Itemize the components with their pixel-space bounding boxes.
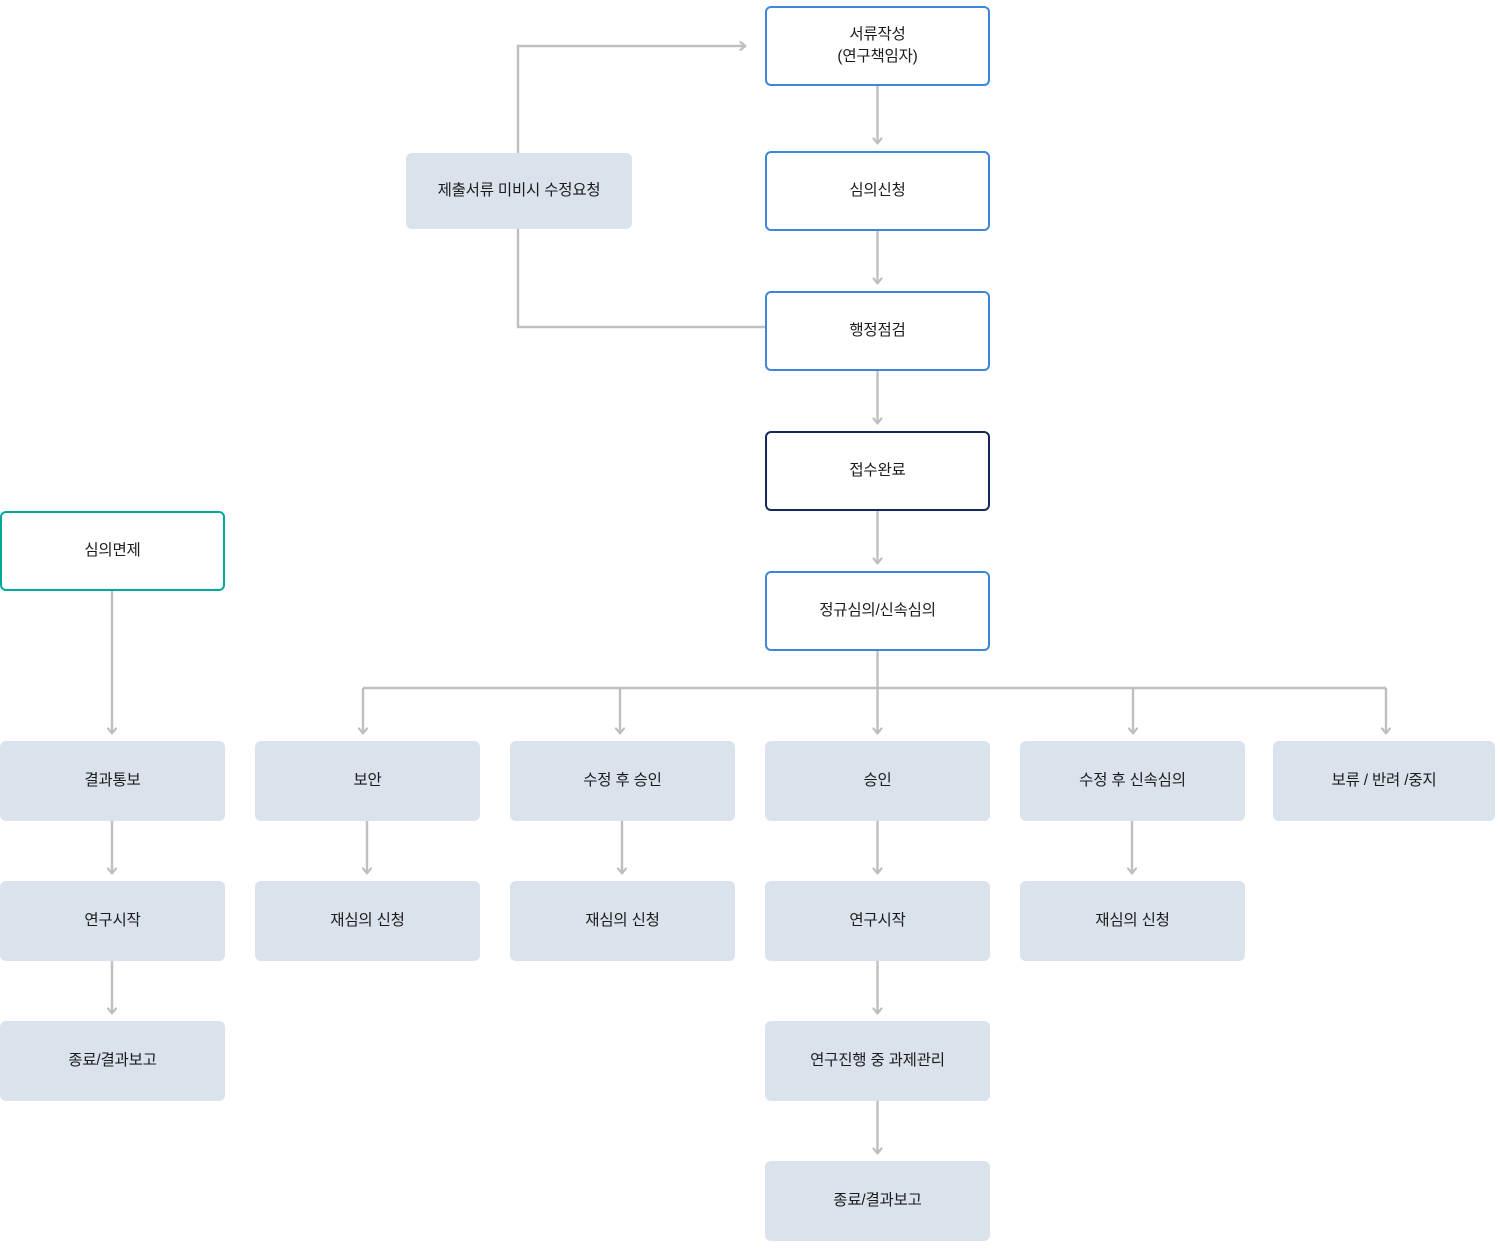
node-start-1: 연구시작 bbox=[0, 881, 225, 961]
node-approve-after: 수정 후 승인 bbox=[510, 741, 735, 821]
node-review-type: 정규심의/신속심의 bbox=[765, 571, 990, 651]
node-label-end-report-2: 종료/결과보고 bbox=[833, 1191, 922, 1209]
node-revision-req: 제출서류 미비시 수정요청 bbox=[406, 153, 632, 229]
node-label-end-report-1: 종료/결과보고 bbox=[68, 1051, 157, 1069]
node-receipt-done: 접수완료 bbox=[765, 431, 990, 511]
edge-revision-to-docprep bbox=[516, 46, 745, 153]
node-label-reexam-1: 재심의 신청 bbox=[330, 911, 405, 929]
node-end-report-2: 종료/결과보고 bbox=[765, 1161, 990, 1241]
node-label-approve-after: 수정 후 승인 bbox=[583, 771, 662, 789]
node-end-report-1: 종료/결과보고 bbox=[0, 1021, 225, 1101]
node-start-2: 연구시작 bbox=[765, 881, 990, 961]
node-reexam-3: 재심의 신청 bbox=[1020, 881, 1245, 961]
node-approve: 승인 bbox=[765, 741, 990, 821]
node-reexam-1: 재심의 신청 bbox=[255, 881, 480, 961]
node-review-apply: 심의신청 bbox=[765, 151, 990, 231]
node-label-start-1: 연구시작 bbox=[84, 911, 141, 929]
node-label-receipt-done: 접수완료 bbox=[849, 461, 906, 479]
node-result-notice: 결과통보 bbox=[0, 741, 225, 821]
node-label-review-type: 정규심의/신속심의 bbox=[819, 601, 936, 619]
node-label-approve: 승인 bbox=[863, 771, 892, 789]
node-label-reexam-2: 재심의 신청 bbox=[585, 911, 660, 929]
node-reexam-2: 재심의 신청 bbox=[510, 881, 735, 961]
node-label-revision-req: 제출서류 미비시 수정요청 bbox=[437, 181, 601, 199]
node-label-reexam-3: 재심의 신청 bbox=[1095, 911, 1170, 929]
node-label-review-apply: 심의신청 bbox=[849, 181, 906, 199]
node-label-ongoing-mgmt: 연구진행 중 과제관리 bbox=[810, 1051, 945, 1069]
node-label-admin-check: 행정점검 bbox=[849, 321, 906, 339]
node-revision: 보안 bbox=[255, 741, 480, 821]
node-label-hold-reject: 보류 / 반려 /중지 bbox=[1331, 771, 1437, 789]
node-doc-prep: 서류작성 (연구책임자) bbox=[765, 6, 990, 86]
node-label-expedite-after: 수정 후 신속심의 bbox=[1079, 771, 1186, 789]
node-label-doc-prep: 서류작성 (연구책임자) bbox=[837, 25, 918, 65]
node-label-exempt: 심의면제 bbox=[84, 541, 141, 559]
edge-admin-to-revision bbox=[516, 229, 765, 329]
node-label-start-2: 연구시작 bbox=[849, 911, 906, 929]
node-admin-check: 행정점검 bbox=[765, 291, 990, 371]
node-label-result-notice: 결과통보 bbox=[84, 771, 141, 789]
node-label-revision: 보안 bbox=[353, 771, 382, 789]
node-ongoing-mgmt: 연구진행 중 과제관리 bbox=[765, 1021, 990, 1101]
node-exempt: 심의면제 bbox=[0, 511, 225, 591]
node-hold-reject: 보류 / 반려 /중지 bbox=[1273, 741, 1495, 821]
node-expedite-after: 수정 후 신속심의 bbox=[1020, 741, 1245, 821]
